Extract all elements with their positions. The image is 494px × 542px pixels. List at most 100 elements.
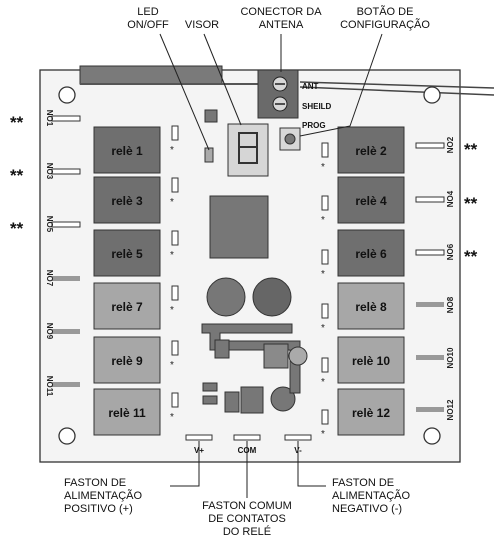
mounting-hole <box>423 427 441 445</box>
small-star: * <box>170 145 174 156</box>
relay-label: relè 5 <box>111 247 143 261</box>
double-star-marker: ** <box>10 219 24 238</box>
relay-right-10: relè 10 <box>337 336 405 384</box>
small-component <box>240 386 264 414</box>
antenna-callout-line1: CONECTOR DA <box>240 6 322 18</box>
relay-left-1: relè 1 <box>93 126 161 174</box>
small-stars-right: * * * * * * <box>321 162 325 440</box>
output-label: NO1 <box>45 110 54 127</box>
output-terminals-left <box>51 115 81 387</box>
antenna-callout-line2: ANTENA <box>259 19 304 31</box>
relay-body <box>337 126 405 174</box>
faston-positive-line1: FASTON DE <box>64 477 126 489</box>
faston-negative-terminal <box>284 434 312 441</box>
mounting-hole <box>58 86 76 104</box>
relay-body <box>93 176 161 224</box>
relay-left-9: relè 9 <box>93 336 161 384</box>
faston-common-line1: FASTON COMUM <box>202 500 292 512</box>
callout-leaders-top <box>159 33 383 151</box>
relay-right-6: relè 6 <box>337 229 405 277</box>
led-callout-line1: LED <box>137 6 158 18</box>
voltage-regulator <box>263 343 289 369</box>
antenna-bar <box>79 65 223 85</box>
small-component <box>202 395 218 405</box>
capacitor <box>252 277 292 317</box>
relay-body <box>337 282 405 330</box>
output-label: NO2 <box>446 136 455 153</box>
output-labels-left: NO1 NO3 NO5 NO7 NO9 NO11 <box>45 110 54 397</box>
output-label: NO9 <box>45 323 54 340</box>
callout-leaders-bottom <box>170 441 326 498</box>
faston-common-line2: DE CONTATOS <box>208 513 286 525</box>
led-callout-line2: ON/OFF <box>127 19 169 31</box>
small-star: * <box>321 377 325 388</box>
faston-negative-line2: ALIMENTAÇÃO <box>332 489 410 502</box>
double-star-marker: ** <box>464 194 478 213</box>
small-stars-left: * * * * * * <box>170 145 174 423</box>
ant-terminal-label: ANT <box>302 82 319 91</box>
output-terminals-right <box>415 142 445 412</box>
output-label: NO11 <box>45 376 54 397</box>
faston-common-line3: DO RELÉ <box>223 525 271 538</box>
small-component <box>224 391 240 413</box>
small-star: * <box>170 250 174 261</box>
output-label: NO3 <box>45 163 54 180</box>
output-label: NO5 <box>45 216 54 233</box>
small-chip <box>204 109 218 123</box>
relay-label: relè 7 <box>111 300 143 314</box>
shield-terminal-label: SHEILD <box>302 102 332 111</box>
regulator-screw <box>288 346 308 366</box>
relay-label: relè 4 <box>355 194 387 208</box>
relay-body <box>93 229 161 277</box>
relay-body <box>93 126 161 174</box>
double-star-marker: ** <box>464 247 478 266</box>
config-callout-line2: CONFIGURAÇÃO <box>340 18 430 31</box>
relay-label: relè 8 <box>355 300 387 314</box>
mounting-hole <box>423 86 441 104</box>
relay-left-5: relè 5 <box>93 229 161 277</box>
relay-right-12: relè 12 <box>337 388 405 436</box>
relay-label: relè 6 <box>355 247 387 261</box>
relay-body <box>337 229 405 277</box>
output-label: NO12 <box>446 399 455 420</box>
small-star: * <box>321 215 325 226</box>
diodes-left <box>171 125 179 408</box>
output-label: NO10 <box>446 347 455 368</box>
antenna-lead <box>299 81 494 89</box>
double-star-marker: ** <box>464 140 478 159</box>
output-labels-right: NO2 NO4 NO6 NO8 NO10 NO12 <box>446 136 455 420</box>
small-star: * <box>170 305 174 316</box>
relay-left-3: relè 3 <box>93 176 161 224</box>
relay-body <box>93 336 161 384</box>
diodes-right <box>321 142 329 425</box>
small-star: * <box>321 323 325 334</box>
small-star: * <box>170 412 174 423</box>
faston-positive-terminal <box>185 434 213 441</box>
small-star: * <box>321 429 325 440</box>
relay-label: relè 12 <box>352 406 390 420</box>
relay-body <box>337 336 405 384</box>
on-off-led <box>204 147 214 163</box>
small-component <box>202 382 218 392</box>
output-label: NO8 <box>446 296 455 313</box>
double-star-marker: ** <box>10 166 24 185</box>
small-star: * <box>170 197 174 208</box>
config-callout-line1: BOTÃO DE <box>357 5 414 18</box>
small-star: * <box>321 162 325 173</box>
relay-left-11: relè 11 <box>93 388 161 436</box>
output-label: NO4 <box>446 190 455 207</box>
double-star-marker: ** <box>10 113 24 132</box>
faston-positive-line2: ALIMENTAÇÃO <box>64 489 142 502</box>
output-label: NO6 <box>446 243 455 260</box>
prog-terminal-label: PROG <box>302 121 326 130</box>
relay-left-7: relè 7 <box>93 282 161 330</box>
visor-callout: VISOR <box>185 19 219 31</box>
relay-body <box>337 388 405 436</box>
relay-label: relè 10 <box>352 354 390 368</box>
button-cap <box>284 133 296 145</box>
relay-body <box>337 176 405 224</box>
relay-label: relè 1 <box>111 144 143 158</box>
small-star: * <box>170 360 174 371</box>
mounting-hole <box>58 427 76 445</box>
